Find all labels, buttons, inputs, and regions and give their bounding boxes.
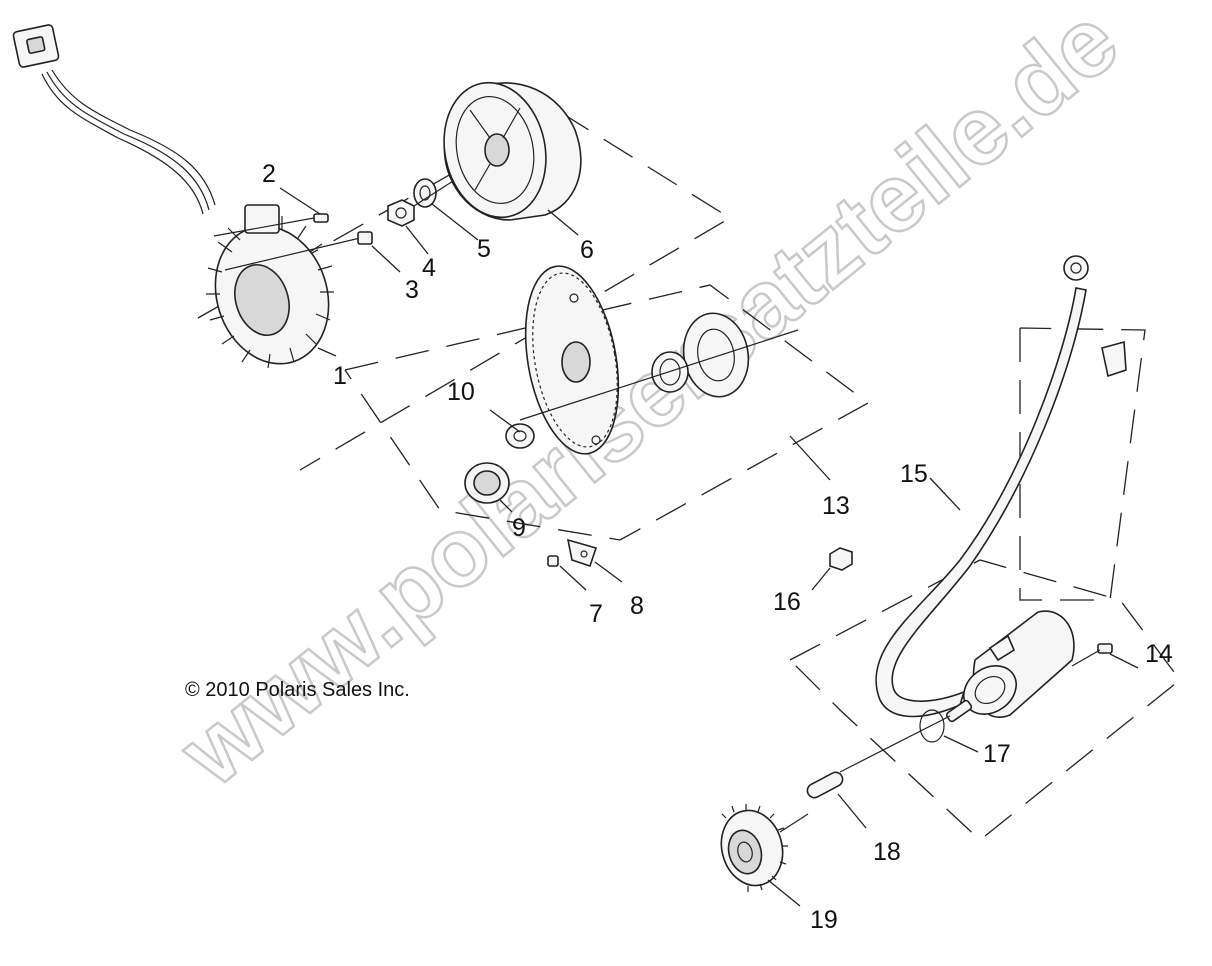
callout-1: 1 <box>333 362 347 390</box>
callout-9: 9 <box>512 514 526 542</box>
callout-16: 16 <box>773 588 801 616</box>
o-ring-icon <box>919 709 979 753</box>
bolt-icon <box>224 231 401 273</box>
clip-icon <box>547 538 623 591</box>
pin-icon <box>806 715 951 829</box>
callout-8: 8 <box>630 592 644 620</box>
washer-icon <box>489 409 535 449</box>
stator-icon <box>12 24 337 369</box>
callout-5: 5 <box>477 235 491 263</box>
starter-motor-icon <box>945 610 1139 723</box>
callout-3: 3 <box>405 276 419 304</box>
callout-10: 10 <box>447 378 475 406</box>
callout-labels: 1 2 3 4 5 6 7 8 9 10 13 14 15 16 17 18 1… <box>262 160 1173 934</box>
callout-6: 6 <box>580 236 594 264</box>
nut-icon <box>811 547 853 591</box>
nut-icon <box>387 199 429 255</box>
callout-17: 17 <box>983 740 1011 768</box>
callout-15: 15 <box>900 460 928 488</box>
bearing-icon <box>464 462 513 513</box>
callout-14: 14 <box>1145 640 1173 668</box>
copyright-text: © 2010 Polaris Sales Inc. <box>185 679 410 701</box>
screw-icon <box>213 187 329 237</box>
callout-2: 2 <box>262 160 276 188</box>
callout-4: 4 <box>422 254 436 282</box>
callout-7: 7 <box>589 600 603 628</box>
flywheel-icon <box>443 81 582 236</box>
callout-18: 18 <box>873 838 901 866</box>
starter-gear-assembly-icon <box>519 265 831 481</box>
starter-cable-icon <box>875 255 1127 718</box>
callout-19: 19 <box>810 906 838 934</box>
drive-gear-icon <box>720 804 809 907</box>
assembly-outlines <box>197 111 1181 841</box>
callout-13: 13 <box>822 492 850 520</box>
